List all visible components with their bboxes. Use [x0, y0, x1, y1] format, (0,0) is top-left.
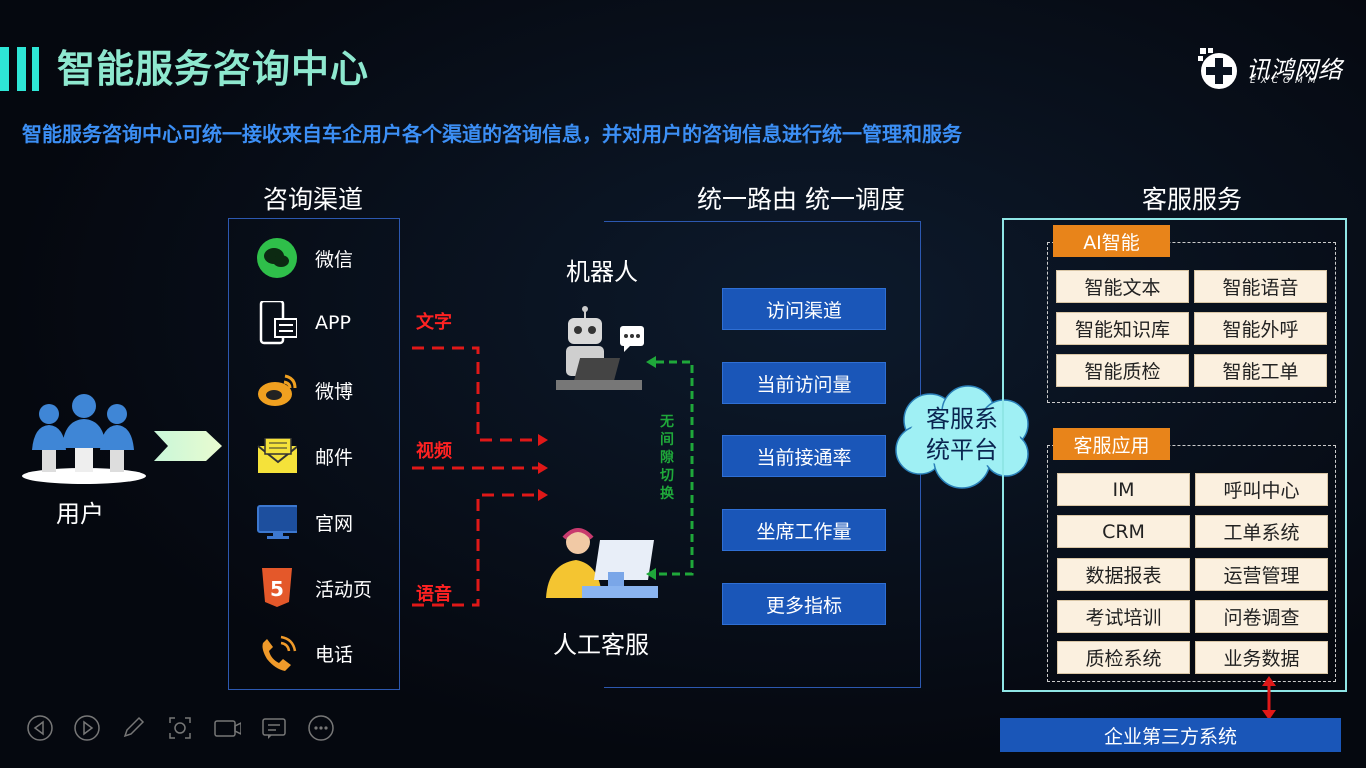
next-slide-icon[interactable] — [73, 714, 101, 742]
html5-icon: 5 — [257, 568, 297, 608]
logo-subtext: EXCOMM — [1250, 76, 1321, 86]
platform-line1: 客服系 — [926, 405, 998, 433]
human-agent-label: 人工客服 — [553, 631, 649, 659]
channel-label: 微信 — [315, 248, 354, 271]
users-icon — [22, 392, 148, 484]
robot-label: 机器人 — [566, 258, 638, 286]
channels-heading: 咨询渠道 — [263, 185, 364, 214]
metric-current-visits[interactable]: 当前访问量 — [722, 362, 886, 404]
channel-label: 邮件 — [315, 446, 354, 469]
routing-heading: 统一路由 统一调度 — [697, 185, 905, 214]
app-icon — [257, 301, 297, 345]
metric-agent-workload[interactable]: 坐席工作量 — [722, 509, 886, 551]
metric-connect-rate[interactable]: 当前接通率 — [722, 435, 886, 477]
ai-knowledge-base[interactable]: 智能知识库 — [1056, 312, 1189, 345]
switch-char: 无 — [660, 414, 674, 430]
app-crm[interactable]: CRM — [1057, 515, 1190, 548]
channel-label: APP — [315, 312, 351, 334]
weibo-icon — [257, 370, 297, 410]
video-icon[interactable] — [213, 714, 241, 742]
channel-phone[interactable]: 电话 — [257, 633, 353, 673]
website-icon — [257, 502, 297, 542]
media-voice-label: 语音 — [416, 584, 452, 605]
switch-char: 换 — [660, 486, 674, 502]
pen-icon[interactable] — [119, 714, 147, 742]
app-business-data[interactable]: 业务数据 — [1195, 641, 1328, 674]
app-qc-system[interactable]: 质检系统 — [1057, 641, 1190, 674]
app-tag: 客服应用 — [1053, 428, 1170, 460]
wechat-icon — [257, 238, 297, 278]
channel-label: 活动页 — [315, 578, 373, 601]
app-exam-training[interactable]: 考试培训 — [1057, 600, 1190, 633]
seamless-switch-arrow — [646, 356, 694, 580]
switch-char: 间 — [660, 432, 674, 448]
ai-work-order[interactable]: 智能工单 — [1194, 354, 1327, 387]
more-options-icon[interactable] — [307, 714, 335, 742]
app-operations[interactable]: 运营管理 — [1195, 558, 1328, 591]
logo-text: 讯鸿网络 — [1246, 56, 1342, 84]
platform-label: 客服系 统平台 — [918, 404, 1006, 466]
channel-wechat[interactable]: 微信 — [257, 238, 353, 278]
ai-smart-voice[interactable]: 智能语音 — [1194, 270, 1327, 303]
ai-quality-check[interactable]: 智能质检 — [1056, 354, 1189, 387]
channel-label: 电话 — [315, 643, 354, 666]
app-data-report[interactable]: 数据报表 — [1057, 558, 1190, 591]
page-title: 智能服务咨询中心 — [57, 47, 370, 91]
bidirectional-arrow — [1262, 676, 1276, 720]
excomm-logo-icon — [1196, 46, 1242, 92]
metric-more[interactable]: 更多指标 — [722, 583, 886, 625]
media-dashed-connectors — [412, 346, 548, 607]
ai-tag: AI智能 — [1053, 225, 1170, 257]
media-video-label: 视频 — [416, 441, 452, 462]
third-party-system[interactable]: 企业第三方系统 — [1000, 718, 1341, 752]
user-to-channel-arrow — [154, 431, 224, 465]
services-box: AI智能 智能文本 智能语音 智能知识库 智能外呼 智能质检 智能工单 客服应用… — [1002, 218, 1347, 692]
switch-char: 切 — [660, 468, 674, 484]
svg-text:5: 5 — [270, 577, 284, 601]
ai-group — [1047, 242, 1336, 403]
user-label: 用户 — [56, 500, 104, 528]
metric-access-channel[interactable]: 访问渠道 — [722, 288, 886, 330]
channel-activity-page[interactable]: 5 活动页 — [257, 568, 372, 608]
channel-weibo[interactable]: 微博 — [257, 370, 353, 410]
channel-label: 微博 — [315, 380, 354, 403]
channel-mail[interactable]: 邮件 — [257, 436, 353, 476]
channel-app[interactable]: APP — [257, 301, 351, 345]
mail-icon — [257, 436, 297, 476]
platform-line2: 统平台 — [926, 436, 998, 464]
robot-icon — [554, 306, 654, 400]
phone-icon — [257, 633, 297, 673]
app-ticket-system[interactable]: 工单系统 — [1195, 515, 1328, 548]
channel-label: 官网 — [315, 512, 354, 535]
app-im[interactable]: IM — [1057, 473, 1190, 506]
services-heading: 客服服务 — [1142, 185, 1243, 214]
seamless-switch-label: 无 间 隙 切 换 — [657, 413, 677, 503]
switch-char: 隙 — [660, 450, 674, 466]
zoom-icon[interactable] — [166, 714, 194, 742]
prev-slide-icon[interactable] — [26, 714, 54, 742]
human-agent-icon — [542, 528, 660, 608]
page-subtitle: 智能服务咨询中心可统一接收来自车企用户各个渠道的咨询信息，并对用户的咨询信息进行… — [22, 122, 962, 146]
channels-box: 微信 APP 微博 邮件 官网 5 活动页 电话 — [228, 218, 400, 690]
app-group — [1047, 445, 1336, 682]
platform-cloud — [895, 385, 1029, 489]
subtitle-icon[interactable] — [260, 714, 288, 742]
app-survey[interactable]: 问卷调查 — [1195, 600, 1328, 633]
ai-outbound-call[interactable]: 智能外呼 — [1194, 312, 1327, 345]
channel-website[interactable]: 官网 — [257, 502, 353, 542]
media-text-label: 文字 — [416, 312, 452, 333]
ai-smart-text[interactable]: 智能文本 — [1056, 270, 1189, 303]
app-call-center[interactable]: 呼叫中心 — [1195, 473, 1328, 506]
